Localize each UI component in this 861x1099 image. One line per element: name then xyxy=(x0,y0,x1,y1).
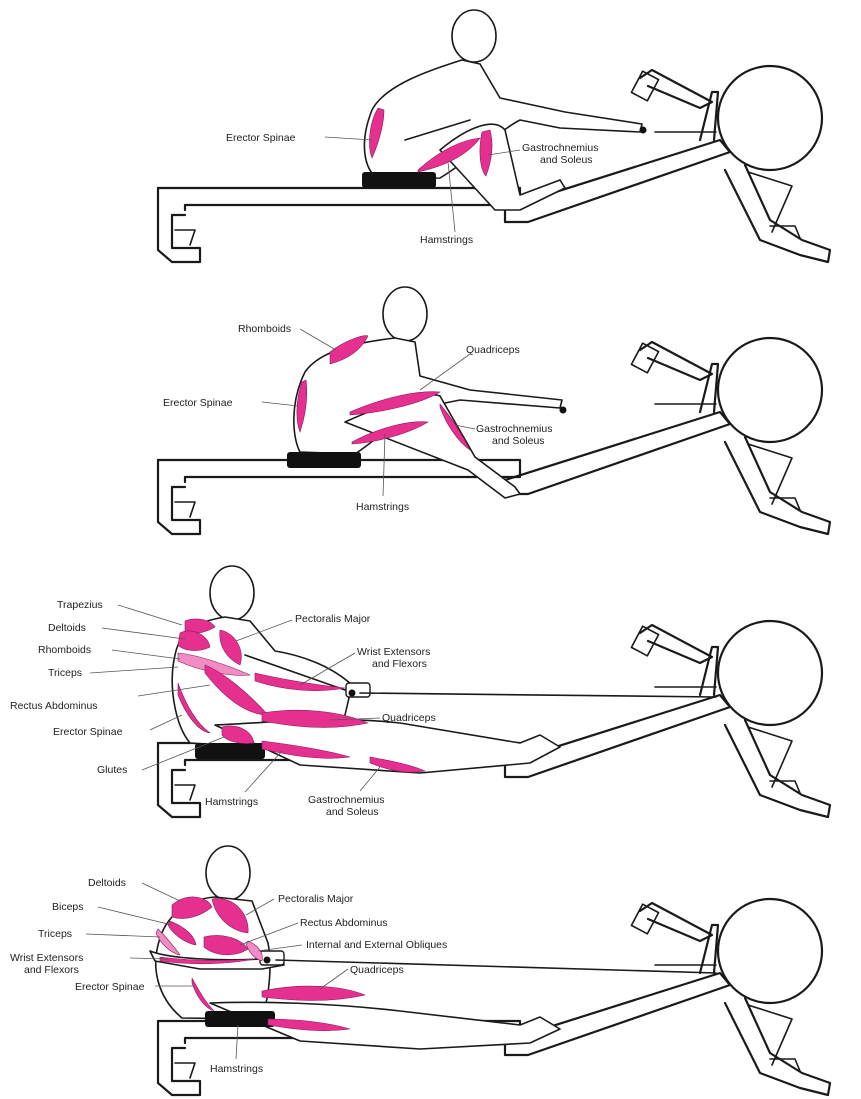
label-biceps: Biceps xyxy=(52,901,84,913)
label-hamstrings: Hamstrings xyxy=(205,796,258,808)
label-erector-spinae: Erector Spinae xyxy=(75,981,145,993)
label-quadriceps: Quadriceps xyxy=(382,712,436,724)
label-hamstrings: Hamstrings xyxy=(356,501,409,513)
label-quadriceps: Quadriceps xyxy=(350,964,404,976)
label-rectus-abdominus: Rectus Abdominus xyxy=(10,700,98,712)
label-erector-spinae: Erector Spinae xyxy=(226,132,296,144)
stage-late-drive: Trapezius Deltoids Rhomboids Triceps Rec… xyxy=(10,566,830,818)
label-pectoralis-major: Pectoralis Major xyxy=(278,893,354,905)
label-rectus-abdominus: Rectus Abdominus xyxy=(300,917,388,929)
label-pectoralis-major: Pectoralis Major xyxy=(295,613,371,625)
stage-early-drive: Rhomboids Quadriceps Erector Spinae Gast… xyxy=(158,287,830,534)
label-hamstrings: Hamstrings xyxy=(420,234,473,246)
label-deltoids: Deltoids xyxy=(48,622,86,634)
label-erector-spinae: Erector Spinae xyxy=(53,726,123,738)
muscle-quadriceps xyxy=(262,986,365,1000)
label-glutes: Glutes xyxy=(97,764,127,776)
label-internal-external-obliques: Internal and External Obliques xyxy=(306,939,447,951)
label-rhomboids: Rhomboids xyxy=(238,323,291,335)
label-triceps: Triceps xyxy=(38,928,72,940)
label-trapezius: Trapezius xyxy=(57,599,103,611)
label-hamstrings: Hamstrings xyxy=(210,1063,263,1075)
label-erector-spinae: Erector Spinae xyxy=(163,397,233,409)
label-rhomboids: Rhomboids xyxy=(38,644,91,656)
label-quadriceps: Quadriceps xyxy=(466,344,520,356)
label-triceps: Triceps xyxy=(48,667,82,679)
label-deltoids: Deltoids xyxy=(88,877,126,889)
